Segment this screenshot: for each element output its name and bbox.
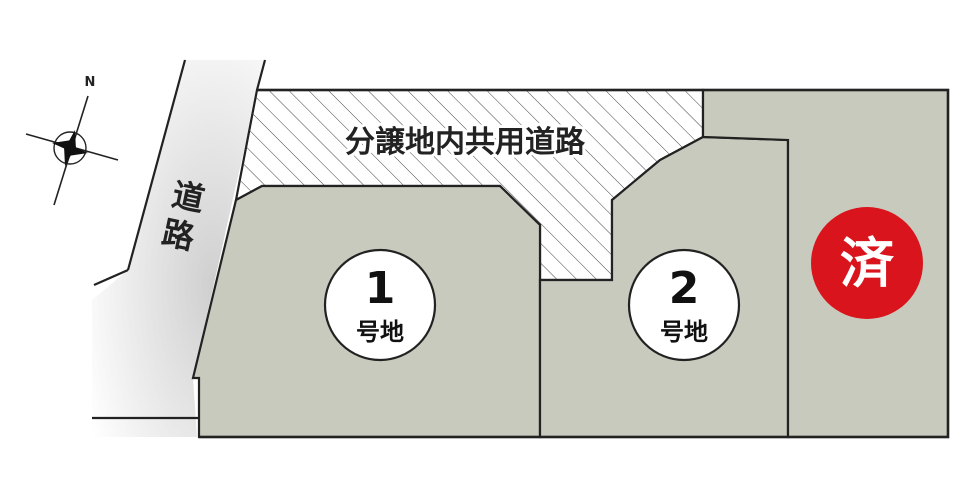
lot-2-suffix: 号地 [660,318,708,346]
public-road [92,59,267,437]
lot-1-badge: 1 号地 [323,248,437,362]
road-label-1: 道 [169,175,208,219]
sold-badge: 済 [811,207,923,319]
lot-2-badge: 2 号地 [627,248,741,362]
lot-2-number: 2 [669,263,700,314]
lot-1-number: 1 [365,263,396,314]
lot-1-suffix: 号地 [356,318,404,346]
sold-badge-text: 済 [840,232,895,295]
north-label: N [85,75,96,90]
compass-rose-icon: N [25,75,119,206]
shared-road-label: 分譲地内共用道路 [345,125,586,160]
